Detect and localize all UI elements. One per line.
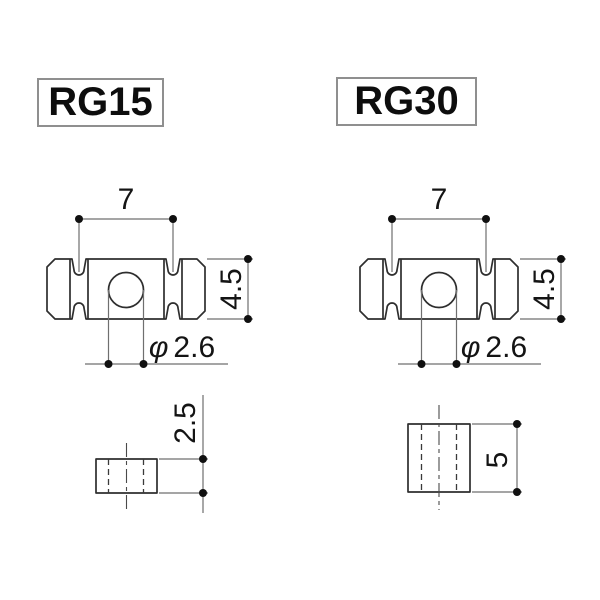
rg15-diameter-symbol: φ xyxy=(148,331,169,364)
rg30-dim-side-thickness: 5 xyxy=(481,451,514,469)
rg30-dimhole-dot-left xyxy=(417,360,426,368)
rg15-dim25-dot-top xyxy=(199,455,207,463)
rg15-model-label-box: RG15 xyxy=(37,78,164,127)
rg15-hole-value: 2.6 xyxy=(173,331,216,364)
rg30-model-label: RG30 xyxy=(354,79,459,123)
rg30-dimhole-dot-right xyxy=(452,360,461,368)
rg15-dimhole-dot-left xyxy=(104,360,113,368)
rg15-body-outline xyxy=(46,258,206,320)
rg30-side-hidden-hole-lines xyxy=(420,424,458,492)
rg30-dim45-dot-top xyxy=(557,255,565,263)
rg30-body-outline xyxy=(359,258,519,320)
rg15-dim45-dot-bottom xyxy=(244,315,252,323)
rg30-dim-body-height: 4.5 xyxy=(528,268,561,310)
rg30-dim5-dot-top xyxy=(513,420,521,428)
rg30-top-view xyxy=(359,215,566,368)
rg30-dim5-dot-bottom xyxy=(513,488,521,496)
rg30-dim7-dot-left xyxy=(388,215,396,223)
rg15-dim7-dot-right xyxy=(169,215,177,223)
rg15-side-view xyxy=(95,395,208,513)
rg15-dim7-dot-left xyxy=(75,215,83,223)
rg30-side-view xyxy=(407,405,522,510)
rg30-dim7-line xyxy=(391,218,487,272)
rg15-dim-groove-spacing: 7 xyxy=(117,183,135,216)
rg15-dim45-dot-top xyxy=(244,255,252,263)
rg30-hole-value: 2.6 xyxy=(485,331,528,364)
rg15-dim-side-thickness: 2.5 xyxy=(169,402,202,444)
rg15-side-hidden-hole-lines xyxy=(107,459,145,493)
rg30-groove-edge-lines xyxy=(382,259,496,319)
rg15-dim7-line xyxy=(78,218,174,272)
rg15-dimhole-dot-right xyxy=(139,360,148,368)
rg30-dim45-dot-bottom xyxy=(557,315,565,323)
rg30-dim7-dot-right xyxy=(482,215,490,223)
rg15-hole-circle xyxy=(107,271,145,309)
rg15-dim-body-height: 4.5 xyxy=(215,268,248,310)
rg30-hole-circle xyxy=(420,271,458,309)
rg30-dim-groove-spacing: 7 xyxy=(430,183,448,216)
rg15-model-label: RG15 xyxy=(48,80,153,124)
rg15-side-outline xyxy=(95,458,158,494)
rg15-top-view xyxy=(46,215,253,368)
rg30-model-label-box: RG30 xyxy=(336,77,477,126)
rg15-groove-edge-lines xyxy=(69,259,183,319)
rg30-diameter-symbol: φ xyxy=(460,331,481,364)
rg15-dim25-dot-bottom xyxy=(199,489,207,497)
